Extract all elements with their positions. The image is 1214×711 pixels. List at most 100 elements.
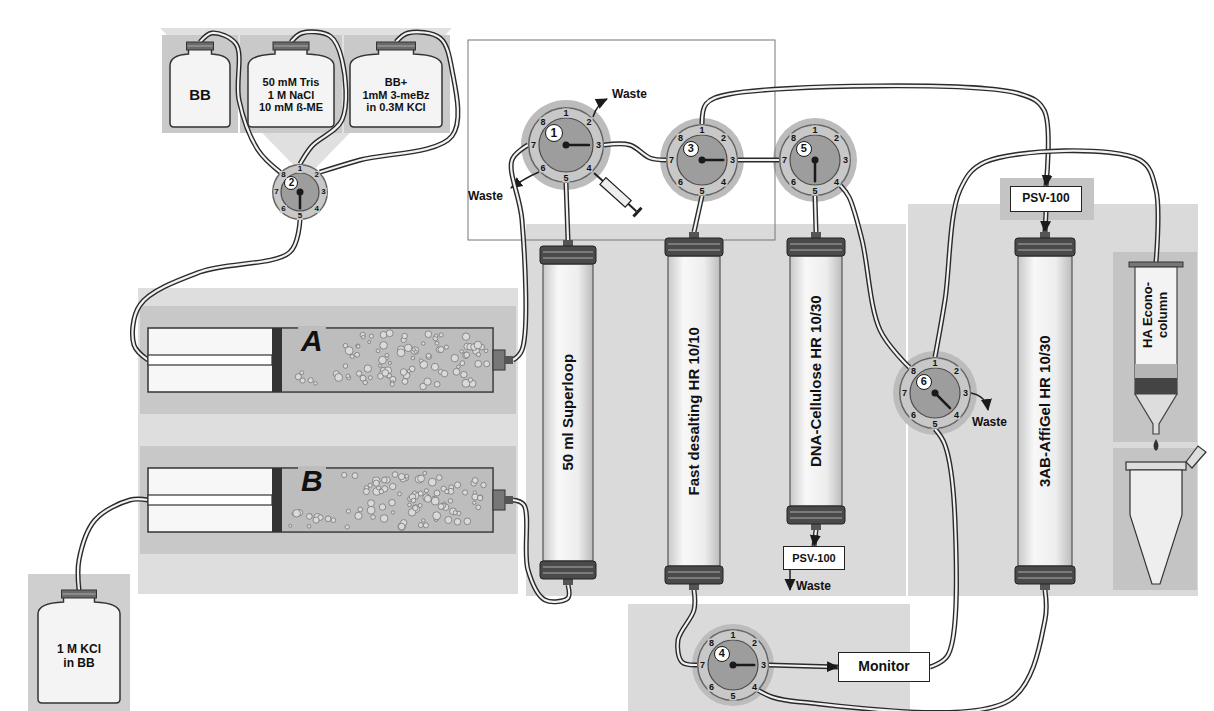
resin-bead xyxy=(428,478,436,486)
cap-thread xyxy=(274,46,308,47)
resin-bead xyxy=(390,382,394,386)
tubing xyxy=(815,196,816,232)
resin-bead xyxy=(453,511,457,515)
port-number: 3 xyxy=(320,188,326,196)
label-anchor: 8 xyxy=(540,118,547,127)
tubing xyxy=(678,590,697,665)
node-outline xyxy=(148,320,513,400)
label-anchor: 6 xyxy=(708,682,715,691)
column-body xyxy=(543,264,593,561)
port-number: 1 xyxy=(729,630,736,639)
label-anchor: 7 xyxy=(699,661,706,670)
pump-plunger xyxy=(272,328,282,392)
tube-wall xyxy=(511,145,528,360)
resin-bead xyxy=(379,356,387,364)
pump-outlet xyxy=(493,490,505,510)
tube-wall xyxy=(1045,212,1046,232)
resin-bead xyxy=(418,523,423,528)
valve-number: 3 xyxy=(683,141,699,157)
port-number: 7 xyxy=(530,141,537,150)
resin-bead xyxy=(413,505,418,510)
resin-bead xyxy=(461,371,467,377)
tube-rim xyxy=(1126,462,1186,470)
resin-bead xyxy=(400,369,407,376)
label-anchor: 3 xyxy=(320,188,326,196)
box-label: PSV-100 xyxy=(792,552,835,564)
bottle-panel xyxy=(344,35,450,133)
valve-hub xyxy=(730,662,737,669)
cap-groove xyxy=(1018,571,1072,573)
label-anchor: Waste xyxy=(612,88,647,100)
resin-bead xyxy=(364,365,371,372)
valve-ring xyxy=(698,630,769,701)
tube-lumen xyxy=(78,499,148,590)
bottle-label: BB xyxy=(189,86,211,103)
tube-lumen xyxy=(694,196,702,232)
resin-bead xyxy=(464,518,471,525)
resin-bead xyxy=(289,524,292,527)
port-number: 2 xyxy=(833,134,840,143)
port-number: 1 xyxy=(811,125,818,134)
label-anchor: 3 xyxy=(842,156,849,165)
resin-bead xyxy=(481,482,486,487)
port-number: 8 xyxy=(790,134,797,143)
cap-groove xyxy=(543,572,593,574)
label-anchor: 2 xyxy=(585,118,592,127)
resin-bead xyxy=(434,490,440,496)
resin-bead xyxy=(463,352,469,358)
resin-bead xyxy=(346,374,350,378)
resin-bead xyxy=(445,489,449,493)
valve-ring xyxy=(780,125,851,196)
resin-bead xyxy=(378,364,381,367)
port-number: 7 xyxy=(781,156,788,165)
label-anchor: 5 xyxy=(562,173,569,182)
tubing xyxy=(758,590,1046,711)
tube-wall xyxy=(769,665,838,667)
reservoir-panel xyxy=(160,28,452,178)
port-number: 5 xyxy=(931,419,938,428)
tubing xyxy=(840,185,909,367)
resin-bead xyxy=(306,514,312,520)
label-anchor: 6 xyxy=(280,205,286,213)
bottle-body xyxy=(170,49,230,127)
bottle-cap xyxy=(62,590,97,598)
resin-bead xyxy=(448,499,452,503)
valve-hub xyxy=(563,142,570,149)
tubing xyxy=(702,86,1048,186)
tube-panel xyxy=(1113,448,1197,590)
tubing xyxy=(320,32,458,172)
resin-bead xyxy=(379,489,384,494)
valve-rotor xyxy=(539,118,593,172)
resin-bead xyxy=(439,333,443,337)
tubing xyxy=(930,429,956,667)
valve-hub xyxy=(297,189,304,196)
valve-ring xyxy=(273,165,328,220)
label-anchor: 2 xyxy=(313,171,319,179)
port-number: 4 xyxy=(751,682,758,691)
resin-bead xyxy=(352,473,358,479)
tube-lumen xyxy=(814,530,816,546)
cap-groove xyxy=(1018,577,1072,579)
label-anchor: 6 xyxy=(790,177,797,186)
tube-lumen xyxy=(815,196,816,232)
tube-wall xyxy=(840,185,909,367)
resin-bead xyxy=(457,365,460,368)
pump-nozzle xyxy=(505,356,513,364)
node-outline xyxy=(168,42,232,128)
column-funnel xyxy=(1135,394,1177,434)
column-lip xyxy=(1129,262,1183,267)
resin-bead xyxy=(424,378,431,385)
resin-bead xyxy=(411,356,415,360)
resin-bead xyxy=(407,370,410,373)
resin-bead xyxy=(412,348,415,351)
port-number: 5 xyxy=(811,186,818,195)
cap-groove xyxy=(790,243,842,245)
resin-bead xyxy=(386,330,393,337)
resin-bed xyxy=(1135,378,1177,394)
port-number: 3 xyxy=(595,141,602,150)
resin-bead xyxy=(436,475,442,481)
valve-hub xyxy=(812,157,819,164)
port-number: 8 xyxy=(540,118,547,127)
tube-wall xyxy=(78,499,148,590)
